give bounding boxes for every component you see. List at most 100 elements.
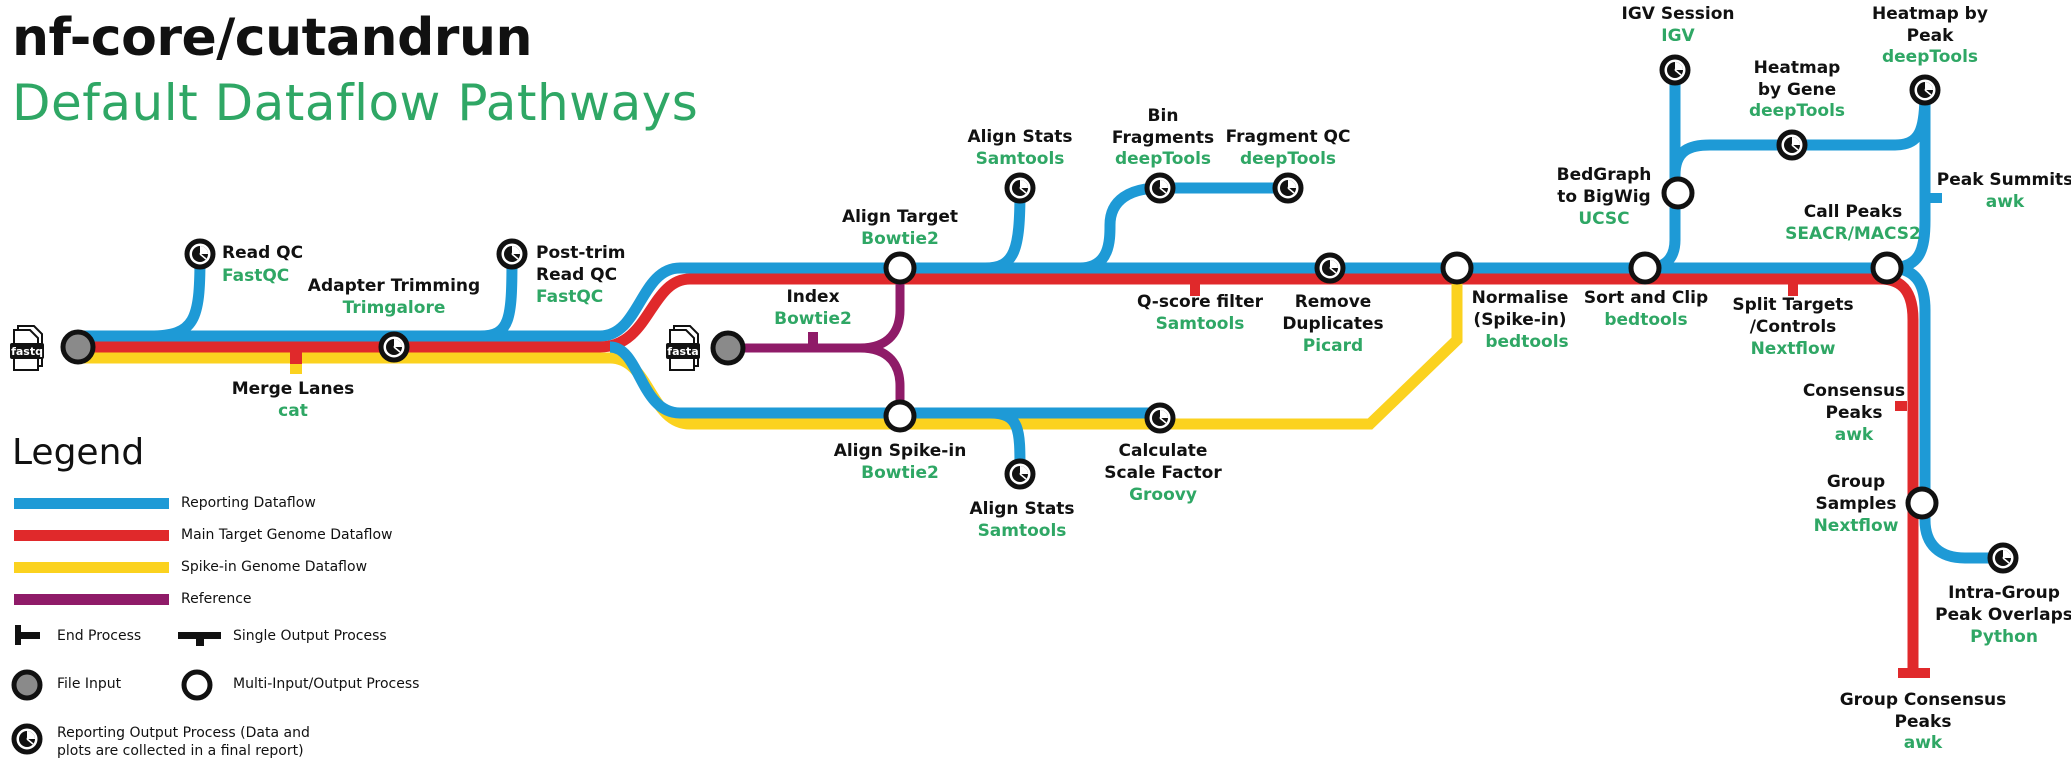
svg-text:by Gene: by Gene — [1758, 80, 1836, 100]
svg-text:Samples: Samples — [1815, 494, 1896, 514]
svg-text:Bowtie2: Bowtie2 — [861, 229, 939, 249]
svg-text:Samtools: Samtools — [978, 521, 1067, 541]
legend-main-target: Main Target Genome Dataflow — [14, 527, 393, 543]
legend-spikein: Spike-in Genome Dataflow — [14, 559, 367, 575]
igv-session-label: IGV Session IGV — [1622, 4, 1735, 46]
read-qc-node[interactable] — [187, 241, 213, 267]
svg-text:Fragment QC: Fragment QC — [1226, 127, 1351, 147]
align-stats-top-label: Align Stats Samtools — [967, 127, 1072, 169]
post-trim-qc-label: Post-trim Read QC FastQC — [536, 243, 626, 307]
legend-single-output-icon — [178, 632, 221, 646]
svg-text:Calculate: Calculate — [1119, 441, 1208, 461]
svg-text:Groovy: Groovy — [1129, 485, 1197, 505]
merge-lanes-label: Merge Lanes cat — [232, 379, 355, 421]
bedgraph-bigwig-node[interactable] — [1664, 179, 1692, 207]
legend-reporting-swatch — [14, 497, 169, 509]
calc-scale-factor-label: Calculate Scale Factor Groovy — [1104, 441, 1222, 505]
svg-text:Trimgalore: Trimgalore — [343, 298, 446, 318]
fastq-file-icon: fastq — [9, 325, 45, 371]
align-stats-top-node[interactable] — [1007, 175, 1033, 201]
igv-session-node[interactable] — [1662, 57, 1688, 83]
call-peaks-node[interactable] — [1873, 254, 1901, 282]
svg-text:bedtools: bedtools — [1485, 332, 1568, 352]
peak-summits-label: Peak Summits awk — [1937, 170, 2071, 212]
svg-text:Peak Overlaps: Peak Overlaps — [1935, 605, 2071, 625]
fragment-qc-node[interactable] — [1275, 175, 1301, 201]
heatmap-gene-label: Heatmap by Gene deepTools — [1749, 58, 1845, 121]
legend-multi-io-label: Multi-Input/Output Process — [233, 676, 420, 692]
svg-text:Intra-Group: Intra-Group — [1948, 583, 2060, 603]
fasta-file-input[interactable] — [710, 330, 746, 366]
remove-duplicates-node[interactable] — [1317, 255, 1343, 281]
svg-text:SEACR/MACS2: SEACR/MACS2 — [1785, 224, 1921, 244]
svg-text:Group Consensus: Group Consensus — [1840, 690, 2007, 710]
reporting-branch-alignstats-top — [984, 189, 1026, 274]
svg-text:UCSC: UCSC — [1578, 209, 1629, 229]
legend-reporting: Reporting Dataflow — [14, 495, 316, 511]
svg-text:Bowtie2: Bowtie2 — [861, 463, 939, 483]
legend-reporting-output-icon — [14, 726, 40, 752]
svg-text:Adapter Trimming: Adapter Trimming — [308, 276, 480, 296]
post-trim-qc-node[interactable] — [499, 241, 525, 267]
align-spikein-node[interactable] — [886, 402, 914, 430]
svg-text:Peaks: Peaks — [1895, 712, 1952, 732]
svg-text:Read QC: Read QC — [222, 243, 303, 263]
reporting-line-spikein — [609, 341, 1150, 419]
sort-clip-node[interactable] — [1631, 254, 1659, 282]
peak-summits-stub — [1930, 193, 1942, 203]
svg-text:Nextflow: Nextflow — [1751, 339, 1836, 359]
svg-text:cat: cat — [278, 401, 308, 421]
svg-text:(Spike-in): (Spike-in) — [1473, 310, 1566, 330]
group-consensus-end — [1898, 668, 1930, 678]
align-target-node[interactable] — [886, 254, 914, 282]
legend-reporting-label: Reporting Dataflow — [181, 495, 316, 511]
qscore-filter-label: Q-score filter Samtools — [1137, 292, 1264, 334]
calc-scale-factor-node[interactable] — [1147, 405, 1173, 431]
legend-title: Legend — [12, 432, 145, 473]
svg-text:Align Stats: Align Stats — [969, 499, 1074, 519]
bin-fragments-node[interactable] — [1147, 175, 1173, 201]
intra-group-overlaps-node[interactable] — [1990, 545, 2016, 571]
svg-text:Duplicates: Duplicates — [1282, 314, 1383, 334]
svg-text:Nextflow: Nextflow — [1814, 516, 1899, 536]
diagram-title: nf-core/cutandrun — [12, 8, 532, 68]
svg-text:Call Peaks: Call Peaks — [1804, 202, 1902, 222]
align-stats-bottom-node[interactable] — [1007, 461, 1033, 487]
reporting-branch-binfragments — [1079, 182, 1288, 274]
svg-text:Align Target: Align Target — [842, 207, 958, 227]
align-spikein-label: Align Spike-in Bowtie2 — [834, 441, 967, 483]
svg-text:deepTools: deepTools — [1882, 47, 1978, 67]
legend-reference-swatch — [14, 593, 169, 605]
svg-text:Bowtie2: Bowtie2 — [774, 309, 852, 329]
svg-text:Fragments: Fragments — [1112, 128, 1214, 148]
split-targets-label: Split Targets /Controls Nextflow — [1732, 295, 1853, 359]
legend-spikein-label: Spike-in Genome Dataflow — [181, 559, 368, 575]
svg-text:Remove: Remove — [1295, 292, 1372, 312]
svg-text:Split Targets: Split Targets — [1732, 295, 1853, 315]
reporting-branch-readqc — [149, 257, 206, 342]
svg-text:Peak: Peak — [1907, 26, 1954, 46]
svg-text:BedGraph: BedGraph — [1557, 165, 1652, 185]
index-stub — [808, 332, 818, 344]
fasta-file-icon: fasta — [665, 325, 701, 371]
legend-reporting-output-label: Reporting Output Process (Data and plots… — [57, 725, 310, 759]
heatmap-gene-node[interactable] — [1779, 132, 1805, 158]
heatmap-peak-node[interactable] — [1912, 77, 1938, 103]
legend-multi-io-icon — [181, 669, 213, 701]
fastq-file-input[interactable] — [60, 329, 96, 365]
group-samples-node[interactable] — [1908, 489, 1936, 517]
legend-reference-label: Reference — [181, 591, 252, 607]
adapter-trimming-node[interactable] — [381, 334, 407, 360]
adapter-trimming-label: Adapter Trimming Trimgalore — [308, 276, 480, 318]
svg-text:Samtools: Samtools — [976, 149, 1065, 169]
diagram-subtitle: Default Dataflow Pathways — [12, 74, 699, 132]
legend-reference: Reference — [14, 591, 252, 607]
svg-text:to BigWig: to BigWig — [1557, 187, 1650, 207]
index-label: Index Bowtie2 — [774, 287, 852, 329]
svg-text:/Controls: /Controls — [1750, 317, 1837, 337]
svg-text:Merge Lanes: Merge Lanes — [232, 379, 355, 399]
svg-text:IGV Session: IGV Session — [1622, 4, 1735, 24]
normalise-node[interactable] — [1443, 254, 1471, 282]
svg-text:Peak Summits: Peak Summits — [1937, 170, 2071, 190]
